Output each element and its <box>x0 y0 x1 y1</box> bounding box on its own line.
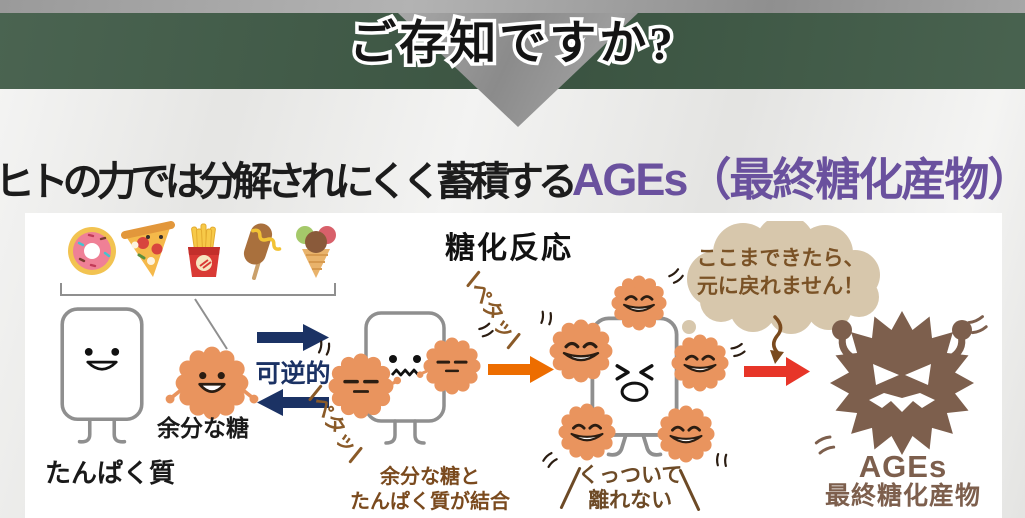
speech-bubble: ここまできたら、 元に戻れません！ <box>673 221 888 337</box>
irreversible-arrow <box>744 357 810 386</box>
top-gray-strip <box>0 0 1025 13</box>
sugar-character-3a <box>611 275 667 331</box>
sugar-character-3c <box>671 334 729 392</box>
sugar-label: 余分な糖 <box>157 415 249 441</box>
headline-prefix: ヒトの力では分解されにくく蓄積する <box>0 159 578 204</box>
fries-icon <box>188 223 220 277</box>
glycation-arrow <box>488 356 554 383</box>
illustration-panel: 糖化反応 <box>25 213 1002 518</box>
diagram-title: 糖化反応 <box>445 232 573 265</box>
sugar-character-3b <box>549 319 613 383</box>
foods-bracket <box>60 283 336 296</box>
protein-character-3 <box>590 316 679 457</box>
foods-connector-line <box>194 298 228 350</box>
sugar-character-2b <box>416 337 481 395</box>
reversible-label: 可逆的 <box>255 360 331 388</box>
corn-dog-icon <box>243 223 282 280</box>
donut-icon <box>68 227 116 275</box>
protein-label: たんぱく質 <box>45 458 176 488</box>
stuck-caption: くっついて 離れない <box>559 463 701 513</box>
sugar-character-3e <box>657 405 715 463</box>
banner-title-outline: ご存知ですか? <box>346 15 677 74</box>
bubble-text: ここまできたら、 元に戻れません！ <box>696 247 865 298</box>
reversible-arrow-left <box>257 389 329 416</box>
ages-label: AGEs 最終糖化産物 <box>813 451 993 510</box>
ages-name: AGEs <box>858 449 948 484</box>
bubble-cloud <box>682 221 880 334</box>
food-icons <box>65 221 343 281</box>
banner: ご存知ですか? ご存知ですか? <box>0 14 1025 74</box>
ice-cream-icon <box>296 226 336 278</box>
protein-character-2 <box>364 311 446 445</box>
protein-character-1 <box>60 307 144 444</box>
ages-monster <box>811 310 992 459</box>
reversible-arrow-right <box>257 324 329 351</box>
sugar-character-3d <box>558 403 616 461</box>
pizza-icon <box>121 221 175 277</box>
headline-highlight: AGEs（最終糖化産物） <box>571 154 1025 205</box>
sugar-character-1 <box>165 346 259 420</box>
curly-arrow-icon <box>770 315 784 364</box>
sugar-character-2a <box>328 353 402 419</box>
ages-subtitle: 最終糖化産物 <box>824 482 981 510</box>
banner-title: ご存知ですか? <box>349 18 676 70</box>
binding-caption: 余分な糖と たんぱく質が結合 <box>350 466 510 513</box>
